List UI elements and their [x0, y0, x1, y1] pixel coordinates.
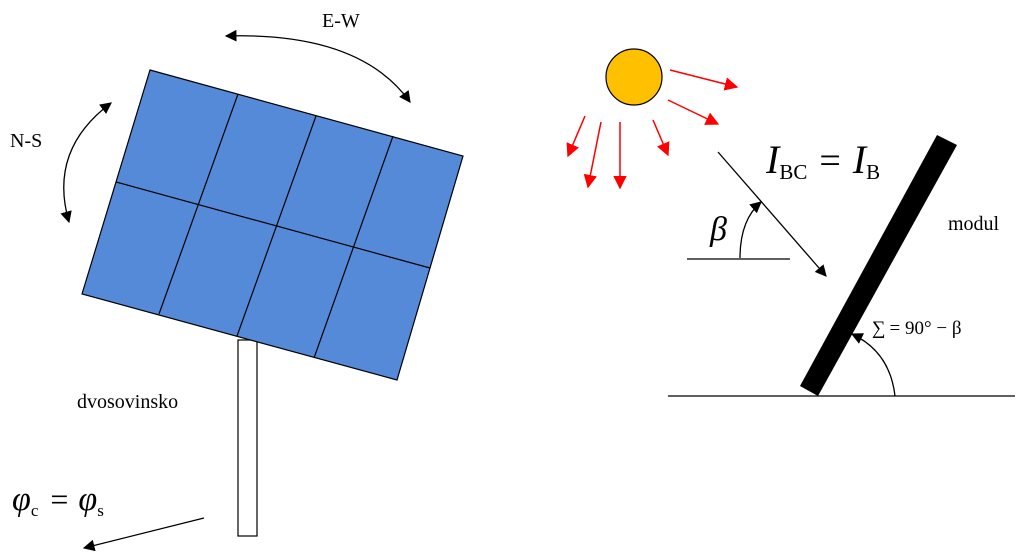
panel-grid-line [115, 181, 431, 269]
irradiance-formula: IBC=IB [765, 137, 880, 184]
modul-label: modul [948, 213, 1000, 235]
sun-ray [566, 115, 586, 158]
ns-rotation-arrow [60, 102, 112, 224]
beta-label: β [709, 211, 727, 248]
ew-label: E-W [322, 10, 360, 32]
module-bar [800, 135, 957, 396]
beam-arrow [717, 151, 827, 277]
sun-ray [652, 119, 670, 157]
sun-group [566, 48, 739, 190]
tilt-formula: ∑= 90° − β [872, 318, 962, 339]
sun-ray [667, 99, 720, 125]
sun-ray [583, 121, 602, 189]
azimuth-arrow [82, 517, 205, 552]
panel-grid-line [236, 115, 317, 337]
dvosovinsko-label: dvosovinsko [77, 391, 178, 413]
tracker-pole [237, 339, 258, 537]
ns-label: N-S [10, 130, 42, 152]
two-axis-tracker: E-W N-S dvosovinsko φc=φs [10, 10, 464, 552]
sun-icon [605, 48, 663, 106]
tilt-angle-arrow [850, 333, 896, 397]
phi-formula: φc=φs [12, 481, 104, 520]
panel-grid-line [313, 135, 394, 359]
ew-rotation-arrow [224, 29, 411, 103]
beta-angle-arrow [739, 201, 762, 259]
panel-grid-line [158, 93, 239, 315]
sun-ray [669, 69, 739, 91]
solar-panel [81, 69, 464, 381]
